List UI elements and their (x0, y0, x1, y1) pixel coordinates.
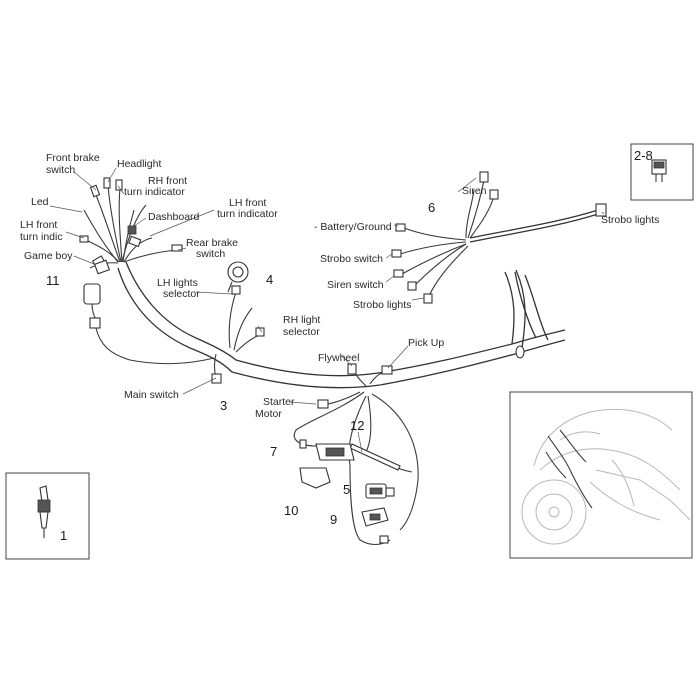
part-5-relay (365, 483, 387, 499)
siren-harness (391, 171, 607, 304)
callout-4: 4 (266, 272, 273, 287)
callout-11: 11 (46, 273, 60, 288)
component-labels: Front brake switch Headlight RH front tu… (20, 152, 659, 420)
light-selector-wires (211, 285, 265, 384)
label-lh-lights-selector-2: selector (163, 288, 200, 300)
callout-9: 9 (330, 512, 337, 527)
label-flywheel: Flywheel (318, 352, 359, 364)
label-front-brake-switch-1: Front brake (46, 152, 100, 164)
label-rear-brake-switch-1: Rear brake (186, 237, 238, 249)
label-strobo-lights-right: Strobo lights (601, 214, 659, 226)
label-game-boy: Game boy (24, 250, 73, 262)
callout-6: 6 (428, 200, 435, 215)
label-lh-front-turn-indicator-1: LH front (229, 197, 266, 209)
label-lh-front-turn-indic-2: turn indic (20, 231, 63, 243)
callout-12: 12 (350, 418, 364, 433)
label-lh-front-turn-indicator-2: turn indicator (217, 208, 278, 220)
callout-1: 1 (60, 528, 67, 543)
leader-lines (49, 167, 605, 405)
part-2-8-fuse-box (630, 143, 694, 201)
label-starter-motor-1: Starter (263, 396, 295, 408)
front-wire-bundle (79, 177, 183, 275)
callout-5: 5 (343, 482, 350, 497)
label-battery-ground: - Battery/Ground (314, 221, 392, 233)
part-7-regulator (315, 443, 355, 461)
label-rh-light-selector-1: RH light (283, 314, 320, 326)
label-siren-switch: Siren switch (327, 279, 384, 291)
callout-2-8: 2-8 (634, 148, 653, 163)
label-rh-front-turn-1: RH front (148, 175, 187, 187)
callout-7: 7 (270, 444, 277, 459)
label-siren: Siren (462, 185, 487, 197)
label-lh-front-turn-indic-1: LH front (20, 219, 57, 231)
label-front-brake-switch-2: switch (46, 164, 75, 176)
motorcycle-locator-view (509, 391, 693, 559)
callout-3: 3 (220, 398, 227, 413)
part-9-component (361, 507, 389, 527)
part-4-horn (227, 261, 249, 293)
label-headlight: Headlight (117, 158, 161, 170)
label-led: Led (31, 196, 49, 208)
part-1-spark-plug-box (5, 472, 90, 560)
engine-side-wires (293, 363, 419, 546)
label-pick-up: Pick Up (408, 337, 444, 349)
label-lh-lights-selector-1: LH lights (157, 277, 198, 289)
callout-10: 10 (284, 503, 298, 518)
label-starter-motor-2: Motor (255, 408, 282, 420)
label-main-switch: Main switch (124, 389, 179, 401)
label-dashboard: Dashboard (148, 211, 200, 223)
part-number-callouts: 1 2-8 3 4 5 6 7 9 10 11 12 (46, 148, 653, 543)
label-strobo-lights-bottom: Strobo lights (353, 299, 411, 311)
part-12-rod (349, 431, 401, 471)
label-strobo-switch: Strobo switch (320, 253, 383, 265)
part-10-bracket (299, 467, 331, 489)
label-rh-front-turn-2: turn indicator (124, 186, 185, 198)
part-11-fuse-holder (83, 283, 215, 365)
label-rh-light-selector-2: selector (283, 326, 320, 338)
main-harness (117, 261, 566, 389)
label-rear-brake-switch-2: switch (196, 248, 225, 260)
